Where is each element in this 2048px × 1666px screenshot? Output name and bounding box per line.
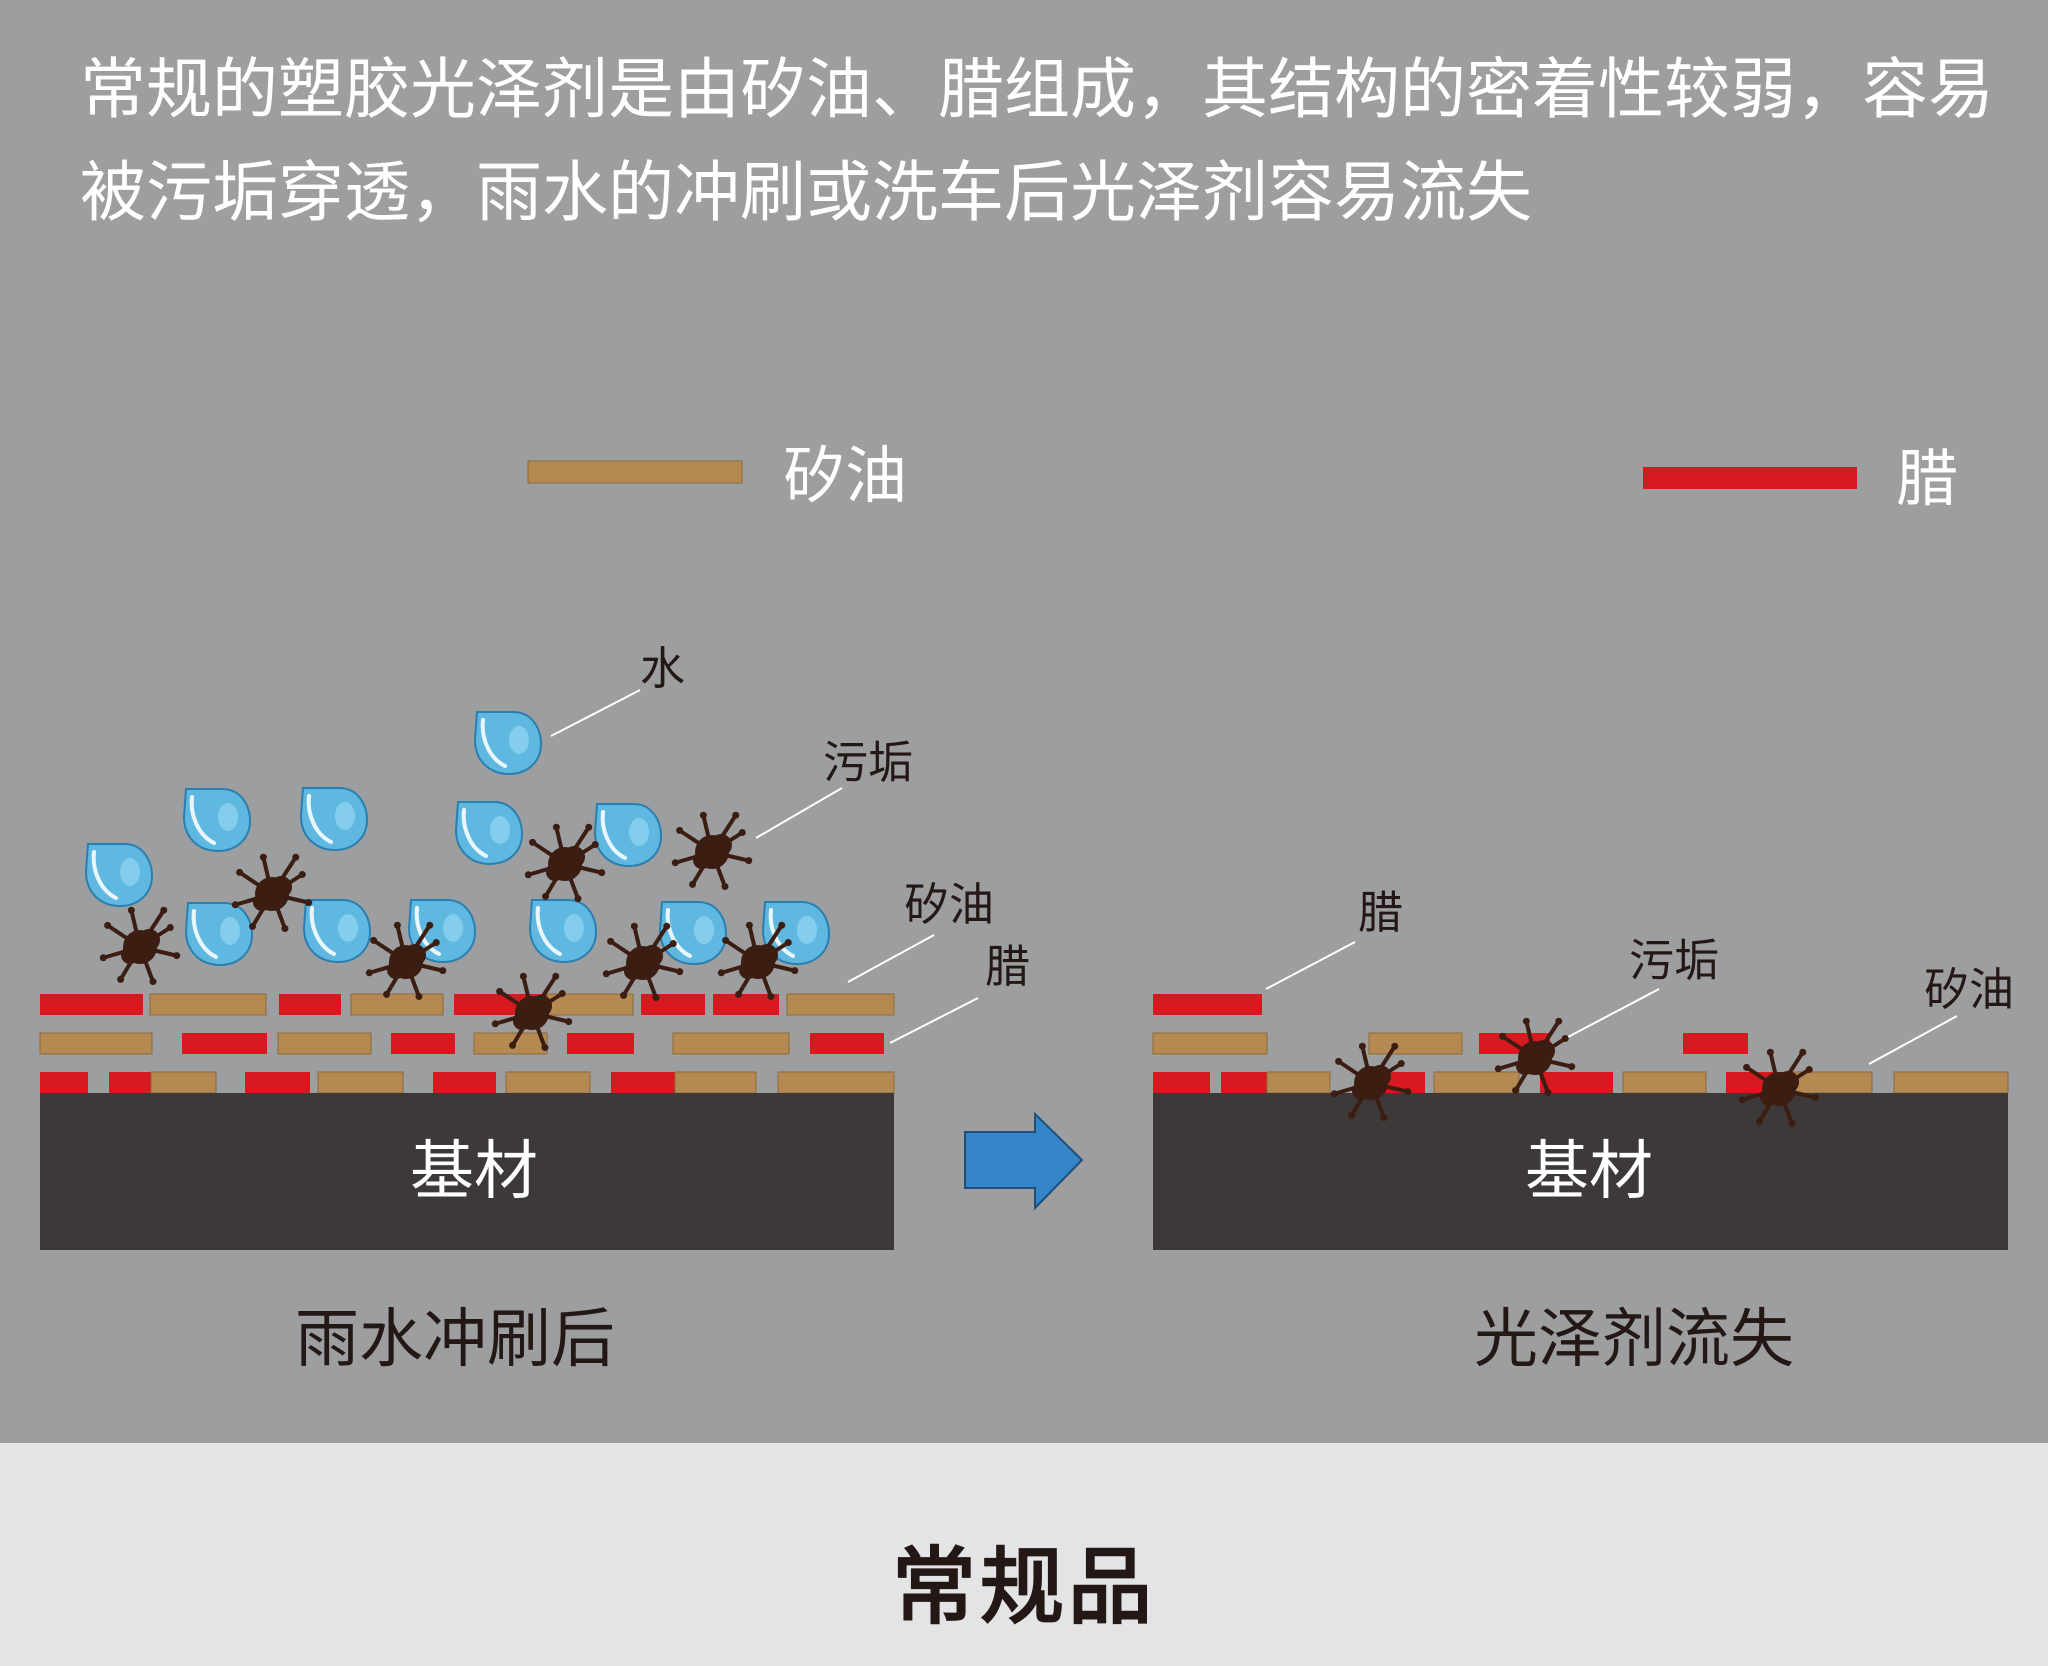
- dirt-splat-icon: [1738, 1048, 1820, 1128]
- callout-dirt-right: 污垢: [1629, 934, 1720, 987]
- water-drop-icon: [302, 899, 372, 964]
- left-row3-wax-brick: [40, 1072, 88, 1093]
- leader-line: [550, 689, 641, 737]
- left-row2-wax-brick: [567, 1033, 634, 1054]
- left-row1-silicone-brick: [149, 993, 267, 1016]
- dirt-splat-icon: [524, 823, 606, 903]
- dirt-splat-icon: [99, 906, 181, 986]
- callout-dirt: 污垢: [823, 736, 914, 789]
- footer-band: [0, 1443, 2048, 1666]
- left-row3-silicone-brick: [777, 1071, 895, 1094]
- left-row3-silicone-brick: [317, 1071, 404, 1094]
- intro-line-1: 常规的塑胶光泽剂是由矽油、腊组成，其结构的密着性较弱，容易: [80, 51, 1994, 128]
- leader-line: [847, 934, 935, 983]
- substrate-label-right: 基材: [1525, 1135, 1653, 1209]
- right-row3-wax-brick: [1540, 1072, 1613, 1093]
- water-drop-icon: [184, 902, 254, 967]
- dirt-splat-icon: [1494, 1017, 1576, 1097]
- footer-title: 常规品: [891, 1538, 1156, 1636]
- water-drop-icon: [658, 901, 728, 966]
- dirt-splat-icon: [365, 921, 447, 1001]
- right-row3-silicone-brick: [1622, 1071, 1707, 1094]
- intro-line-2: 被污垢穿透，雨水的冲刷或洗车后光泽剂容易流失: [80, 154, 1532, 231]
- leader-line: [1265, 941, 1356, 990]
- caption-left: 雨水冲刷后: [295, 1303, 615, 1377]
- legend-swatch-silicone: [527, 460, 743, 484]
- right-row3-wax-brick: [1153, 1072, 1210, 1093]
- right-arrow-icon: [964, 1111, 1084, 1211]
- callout-water: 水: [640, 642, 686, 695]
- leader-line: [1868, 1015, 1958, 1065]
- left-row2-silicone-brick: [277, 1032, 372, 1055]
- water-drop-icon: [593, 803, 663, 868]
- left-row1-wax-brick: [40, 994, 143, 1015]
- legend-swatch-wax: [1643, 467, 1857, 489]
- left-row3-wax-brick: [109, 1072, 151, 1093]
- right-row3-silicone-brick: [1893, 1071, 2009, 1094]
- water-drop-icon: [84, 843, 154, 908]
- left-row2-silicone-brick: [39, 1032, 153, 1055]
- leader-line: [755, 787, 843, 839]
- left-row1-wax-brick: [279, 994, 341, 1015]
- water-drop-icon: [454, 801, 524, 866]
- right-row1-wax-brick: [1153, 994, 1262, 1015]
- left-row3-wax-brick: [611, 1072, 675, 1093]
- dirt-splat-icon: [602, 922, 684, 1002]
- left-row2-wax-brick: [810, 1033, 884, 1054]
- left-row2-silicone-brick: [672, 1032, 790, 1055]
- callout-wax: 腊: [985, 940, 1031, 993]
- right-row3-silicone-brick: [1266, 1071, 1331, 1094]
- right-row2-silicone-brick: [1152, 1032, 1268, 1055]
- callout-silicone: 矽油: [904, 878, 995, 931]
- left-row3-silicone-brick: [150, 1071, 217, 1094]
- caption-right: 光泽剂流失: [1474, 1303, 1794, 1377]
- right-row3-wax-brick: [1221, 1072, 1267, 1093]
- left-row3-wax-brick: [433, 1072, 496, 1093]
- left-row2-wax-brick: [391, 1033, 455, 1054]
- substrate-block-right: [1153, 1093, 2008, 1250]
- callout-wax-right: 腊: [1358, 886, 1404, 939]
- water-drop-icon: [299, 787, 369, 852]
- left-row1-wax-brick: [641, 994, 705, 1015]
- dirt-splat-icon: [671, 811, 753, 891]
- right-row3-silicone-brick: [1433, 1071, 1520, 1094]
- left-row3-silicone-brick: [674, 1071, 757, 1094]
- left-row3-silicone-brick: [505, 1071, 591, 1094]
- dirt-splat-icon: [231, 853, 313, 933]
- water-drop-icon: [473, 711, 543, 776]
- substrate-block-left: [40, 1093, 894, 1250]
- water-drop-icon: [528, 899, 598, 964]
- left-row2-wax-brick: [182, 1033, 267, 1054]
- right-row2-wax-brick: [1683, 1033, 1748, 1054]
- water-drop-icon: [182, 788, 252, 853]
- dirt-splat-icon: [491, 972, 573, 1052]
- dirt-splat-icon: [717, 921, 799, 1001]
- left-row1-silicone-brick: [350, 993, 444, 1016]
- leader-line: [889, 997, 979, 1044]
- dirt-splat-icon: [1330, 1042, 1412, 1122]
- legend-label-silicone: 矽油: [783, 439, 908, 512]
- left-row1-wax-brick: [713, 994, 779, 1015]
- callout-silicone-right: 矽油: [1924, 963, 2015, 1016]
- left-row3-wax-brick: [245, 1072, 310, 1093]
- legend-label-wax: 腊: [1896, 442, 1959, 515]
- left-row1-silicone-brick: [786, 993, 895, 1016]
- leader-line: [1567, 988, 1660, 1038]
- substrate-label-left: 基材: [410, 1135, 538, 1209]
- right-row2-silicone-brick: [1368, 1032, 1463, 1055]
